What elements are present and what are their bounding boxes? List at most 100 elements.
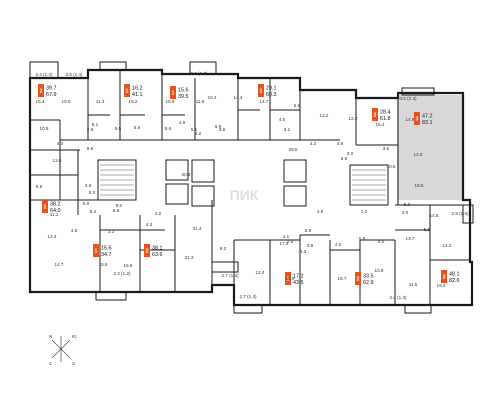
- total-area: 62.9: [363, 280, 374, 286]
- room-area-label: 16.7: [338, 276, 347, 281]
- room-area-label: 1.2: [361, 209, 368, 214]
- room-area-label: 31.4: [193, 226, 202, 231]
- room-area-label: 11.3: [96, 99, 105, 104]
- room-count-badge: [124, 84, 130, 97]
- room-count-badge: [441, 270, 447, 283]
- room-area-label: 10.4: [208, 95, 217, 100]
- room-area-label: 9.9: [87, 146, 94, 151]
- total-area: 63.6: [152, 252, 163, 258]
- room-area-label: 13.2: [320, 113, 329, 118]
- room-area-label: 5.5: [115, 126, 122, 131]
- room-area-label: 14.5: [430, 213, 439, 218]
- room-area-label: 2.4 (1.3): [389, 295, 407, 300]
- room-area-label: 4.3: [146, 222, 153, 227]
- room-area-label: 6.9: [215, 124, 222, 129]
- room-area-label: 5.5: [424, 227, 431, 232]
- living-area: 29.1: [266, 86, 277, 92]
- room-area-label: 4.5: [279, 117, 286, 122]
- room-area-label: 4.5 (2.3): [399, 96, 417, 101]
- living-area: 28.4: [380, 110, 391, 116]
- room-area-label: 3.9: [305, 228, 312, 233]
- room-area-label: 13.5: [53, 158, 62, 163]
- room-area-label: 3.6: [383, 146, 390, 151]
- compass-west: З: [72, 361, 75, 366]
- room-area-label: 4.2: [155, 211, 162, 216]
- total-area: 82.6: [449, 278, 460, 284]
- room-count-badge: [258, 84, 264, 97]
- total-area: 64.0: [50, 208, 61, 214]
- room-count: 1: [260, 89, 263, 95]
- room-area-label: 10.5: [387, 164, 396, 169]
- room-area-label: 10.9: [375, 268, 384, 273]
- room-area-label: 14.4: [234, 95, 243, 100]
- room-area-label: 18.5: [415, 183, 424, 188]
- room-count-badge: [93, 244, 99, 257]
- room-area-label: 12.9: [414, 152, 423, 157]
- living-area: 33.5: [363, 274, 374, 280]
- room-count: 3: [416, 117, 419, 123]
- room-area-label: 5.1: [92, 122, 99, 127]
- room-count-badge: [170, 86, 176, 99]
- core-right: [283, 159, 389, 207]
- room-area-label: 30.9: [182, 172, 191, 177]
- room-area-label: 16.2: [129, 99, 138, 104]
- room-area-label: 2.7 (1.4): [221, 273, 239, 278]
- room-area-label: 11.9: [196, 99, 205, 104]
- room-area-label: 15.4: [376, 122, 385, 127]
- room-area-label: 4.2: [310, 141, 317, 146]
- highlighted-apartment[interactable]: [397, 95, 463, 200]
- room-area-label: 15.4: [36, 99, 45, 104]
- total-area: 39.5: [178, 94, 189, 100]
- room-area-label: 5.2: [89, 190, 96, 195]
- room-area-label: 5.9: [294, 103, 301, 108]
- room-count-badge: [372, 108, 378, 121]
- compass-north: N: [49, 334, 52, 339]
- room-area-label: 2.8: [87, 127, 94, 132]
- room-area-label: 4.8: [317, 209, 324, 214]
- room-count: 1: [172, 91, 175, 97]
- compass-arrow-icon: [51, 336, 71, 362]
- room-area-label: 12.4: [48, 234, 57, 239]
- room-count: 2: [40, 89, 43, 95]
- room-area-label: 5.6: [165, 126, 172, 131]
- room-area-label: 3.8: [307, 243, 314, 248]
- room-area-label: 3.6: [85, 183, 92, 188]
- room-area-label: 3.3: [108, 229, 115, 234]
- room-area-label: 17.2: [280, 241, 289, 246]
- room-area-label: 2.6: [287, 239, 294, 244]
- living-area: 16.2: [132, 86, 143, 92]
- room-area-label: 6.8: [36, 184, 43, 189]
- total-area: 60.3: [266, 92, 277, 98]
- total-area: 61.8: [380, 116, 391, 122]
- room-area-label: 5.0: [404, 202, 411, 207]
- room-area-label: 21.3: [185, 255, 194, 260]
- living-area: 48.1: [449, 272, 460, 278]
- room-area-label: 9.0: [116, 203, 123, 208]
- total-area: 83.1: [422, 120, 433, 126]
- room-count: 3: [443, 275, 446, 281]
- living-area: 38.1: [152, 246, 163, 252]
- room-area-label: 16.9: [286, 276, 295, 281]
- compass-east: Ю: [72, 334, 77, 339]
- room-area-label: 5.9: [359, 236, 366, 241]
- living-area: 47.2: [422, 114, 433, 120]
- room-area-label: 3.6: [219, 127, 226, 132]
- room-area-label: 4.3: [300, 249, 307, 254]
- room-area-label: 29.5: [289, 147, 298, 152]
- room-area-label: 2.2: [195, 131, 202, 136]
- room-count-badge: [414, 112, 420, 125]
- room-area-label: 14.7: [55, 262, 64, 267]
